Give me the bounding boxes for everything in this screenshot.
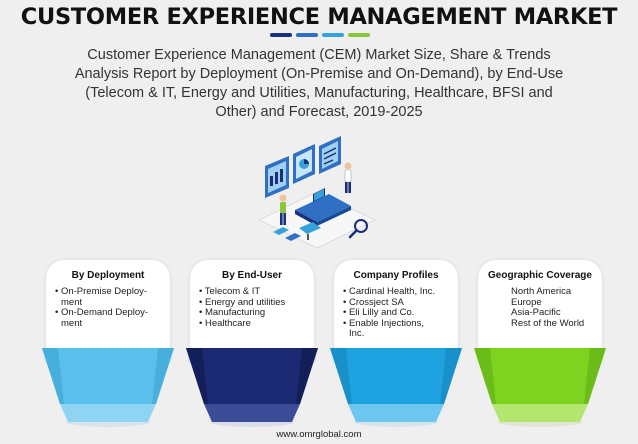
card-list: • Cardinal Health, Inc. • Crossject SA •… <box>343 286 453 340</box>
list-item: North America <box>511 286 572 297</box>
analytics-team-illustration <box>257 136 377 249</box>
card-heading: Geographic Coverage <box>488 270 592 281</box>
info-card: Company Profiles • Cardinal Health, Inc.… <box>334 260 458 352</box>
card-heading: By End-User <box>221 270 282 281</box>
accent-dash <box>322 33 344 37</box>
card-list: North America Europe Asia-Pacific Rest o… <box>511 286 621 329</box>
list-item: • On-Demand Deploy- <box>55 307 149 318</box>
card-heading: Company Profiles <box>353 270 439 281</box>
report-subtitle: Customer Experience Management (CEM) Mar… <box>74 47 564 120</box>
accent-dash <box>270 33 292 37</box>
list-item: ment <box>61 296 83 308</box>
light-blue-bucket <box>42 348 174 427</box>
info-card: By Deployment • On-Premise Deploy- ment … <box>46 260 170 352</box>
panel-company-profiles: Company Profiles • Cardinal Health, Inc.… <box>326 260 466 430</box>
navy-bucket <box>186 348 318 427</box>
website-url[interactable]: www.omrglobal.com <box>276 429 362 440</box>
green-bucket <box>474 348 606 427</box>
card-list: • On-Premise Deploy- ment • On-Demand De… <box>55 286 165 329</box>
standing-person-icon <box>344 162 352 193</box>
list-item: Inc. <box>349 328 365 339</box>
accent-dash <box>296 33 318 37</box>
title-accent-dashes <box>270 33 370 38</box>
working-person-icon <box>279 194 287 225</box>
panel-by-end-user: By End-User • Telecom & IT • Energy and … <box>182 260 322 430</box>
list-item: • Cardinal Health, Inc. <box>343 286 436 297</box>
blue-bucket <box>330 348 462 427</box>
page-title: CUSTOMER EXPERIENCE MANAGEMENT MARKET <box>20 4 618 30</box>
list-item: • Crossject SA <box>343 296 404 308</box>
panel-geographic-coverage: Geographic Coverage North America Europe… <box>470 260 610 430</box>
list-item: • Healthcare <box>199 317 251 329</box>
info-card: Geographic Coverage North America Europe… <box>478 260 602 352</box>
chart-screen-icon <box>293 144 315 184</box>
list-item: • Telecom & IT <box>199 286 261 297</box>
dashboard-screen-icon <box>265 156 289 198</box>
list-item: • Eli Lilly and Co. <box>343 307 415 318</box>
list-item: ment <box>61 317 83 329</box>
list-item: • Manufacturing <box>199 307 266 318</box>
list-item: Europe <box>511 296 542 308</box>
accent-dash <box>348 33 370 37</box>
list-item: • On-Premise Deploy- <box>55 286 148 297</box>
list-item: • Enable Injections, <box>343 317 424 329</box>
info-card: By End-User • Telecom & IT • Energy and … <box>190 260 314 352</box>
card-heading: By Deployment <box>71 270 145 281</box>
list-item: Asia-Pacific <box>511 307 561 318</box>
report-screen-icon <box>319 136 341 174</box>
magnifier-icon <box>348 219 368 239</box>
list-item: • Energy and utilities <box>199 296 286 308</box>
panel-by-deployment: By Deployment • On-Premise Deploy- ment … <box>38 260 178 430</box>
list-item: Rest of the World <box>511 317 585 329</box>
card-list: • Telecom & IT • Energy and utilities • … <box>199 286 309 329</box>
